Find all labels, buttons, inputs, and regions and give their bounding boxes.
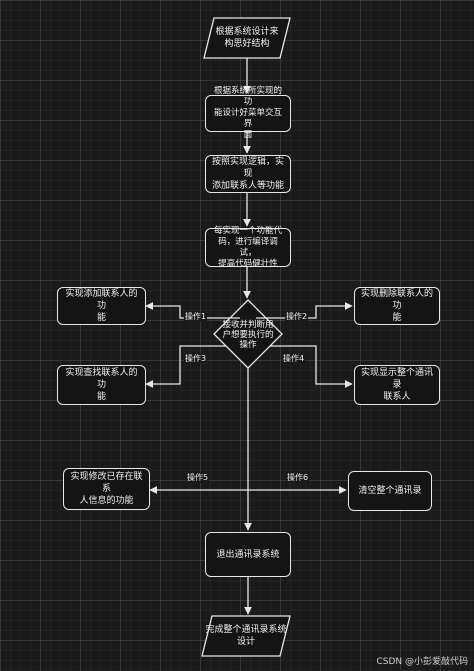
arrow-op1 <box>145 302 240 319</box>
modify-contact-node: 实现修改已存在联系 人信息的功能 <box>63 468 150 510</box>
add-contact-label: 实现添加联系人的功 能 <box>65 289 138 323</box>
start-node: 根据系统设计来 构思好结构 <box>204 18 290 58</box>
clear-contacts-label: 清空整个通讯录 <box>358 486 422 496</box>
edge-label-op2: 操作2 <box>285 312 309 322</box>
end-node-label: 完成整个通讯录系统 设计 <box>205 625 287 647</box>
end-shape <box>201 615 291 657</box>
debug-node: 每实现一个功能代 码，进行编译调试， 提高代码健壮性 <box>205 225 291 269</box>
show-contacts-node: 实现显示整个通讯录 联系人 <box>354 365 440 405</box>
arrow-op3 <box>145 345 226 388</box>
debug-label: 每实现一个功能代 码，进行编译调试， 提高代码健壮性 <box>213 225 282 269</box>
find-contact-node: 实现查找联系人的功 能 <box>57 365 146 405</box>
exit-system-node: 退出通讯录系统 <box>205 532 291 577</box>
implement-logic-node: 按照实现逻辑，实现 添加联系人等功能 <box>205 155 291 193</box>
edge-label-op3: 操作3 <box>184 354 208 364</box>
find-contact-label: 实现查找联系人的功 能 <box>65 368 138 402</box>
csdn-watermark: CSDN @小彭爱敲代码 <box>376 657 468 667</box>
edge-label-op1: 操作1 <box>184 312 208 322</box>
design-menu-node: 根据系统所实现的功 能设计好菜单交互界 面 <box>205 86 291 140</box>
exit-system-label: 退出通讯录系统 <box>216 549 280 560</box>
delete-contact-label: 实现删除联系人的功 能 <box>361 289 434 323</box>
start-shape <box>203 17 291 59</box>
end-node: 完成整个通讯录系统 设计 <box>202 616 290 656</box>
design-menu-label: 根据系统所实现的功 能设计好菜单交互界 面 <box>213 86 282 140</box>
clear-contacts-node: 清空整个通讯录 <box>348 471 432 511</box>
modify-contact-label: 实现修改已存在联系 人信息的功能 <box>70 472 143 506</box>
add-contact-node: 实现添加联系人的功 能 <box>57 287 146 325</box>
arrow-op4 <box>270 345 353 388</box>
edge-label-op6: 操作6 <box>286 473 310 483</box>
decision-label: 接收并判断用 户想要执行的 操作 <box>222 320 274 350</box>
show-contacts-label: 实现显示整个通讯录 联系人 <box>361 368 434 402</box>
implement-logic-label: 按照实现逻辑，实现 添加联系人等功能 <box>212 157 285 191</box>
edge-label-op5: 操作5 <box>186 473 210 483</box>
start-node-label: 根据系统设计来 构思好结构 <box>215 27 279 49</box>
delete-contact-node: 实现删除联系人的功 能 <box>354 287 440 325</box>
edge-label-op4: 操作4 <box>282 354 306 364</box>
